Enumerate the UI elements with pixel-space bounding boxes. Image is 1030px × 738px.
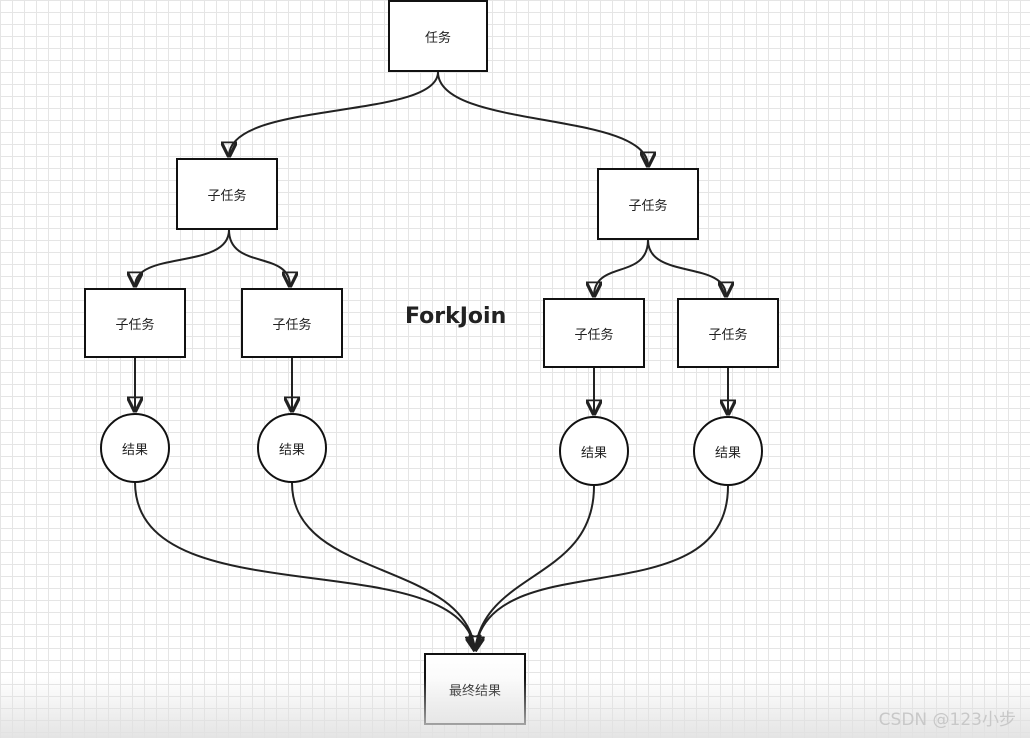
subtask-node-right: 子任务 [597,168,699,240]
edge-subtask-right-to-sub4 [647,239,726,296]
watermark-text: CSDN @123小步 [878,710,1016,730]
result-label: 结果 [121,442,148,458]
subtask-label: 子任务 [574,327,614,343]
edge-result3-to-final [475,485,595,650]
diagram-title: ForkJoin [405,304,507,329]
subtask-node-2: 子任务 [241,288,343,358]
edge-subtask-right-to-sub3 [594,239,649,296]
subtask-label: 子任务 [272,317,312,333]
edge-subtask-left-to-sub1 [135,229,230,286]
subtask-label: 子任务 [115,317,155,333]
edge-root-to-subtask-right [437,71,648,166]
result-label: 结果 [580,445,607,461]
subtask-node-1: 子任务 [84,288,186,358]
result-node-3: 结果 [559,416,629,486]
result-label: 结果 [278,442,305,458]
edge-root-to-subtask-left [229,71,439,156]
subtask-label: 子任务 [628,198,668,214]
final-result-label: 最终结果 [448,683,501,699]
subtask-node-4: 子任务 [677,298,779,368]
subtask-label: 子任务 [207,188,247,204]
edge-result1-to-final [134,481,475,650]
edge-result2-to-final [291,482,475,650]
root-task-node: 任务 [388,0,488,72]
subtask-node-left: 子任务 [176,158,278,230]
final-result-node: 最终结果 [424,653,526,725]
subtask-label: 子任务 [708,327,748,343]
result-node-4: 结果 [693,416,763,486]
subtask-node-3: 子任务 [543,298,645,368]
result-node-1: 结果 [100,413,170,483]
root-task-label: 任务 [424,30,451,46]
result-node-2: 结果 [257,413,327,483]
edge-result4-to-final [475,485,729,650]
edge-subtask-left-to-sub2 [228,229,290,286]
result-label: 结果 [714,445,741,461]
